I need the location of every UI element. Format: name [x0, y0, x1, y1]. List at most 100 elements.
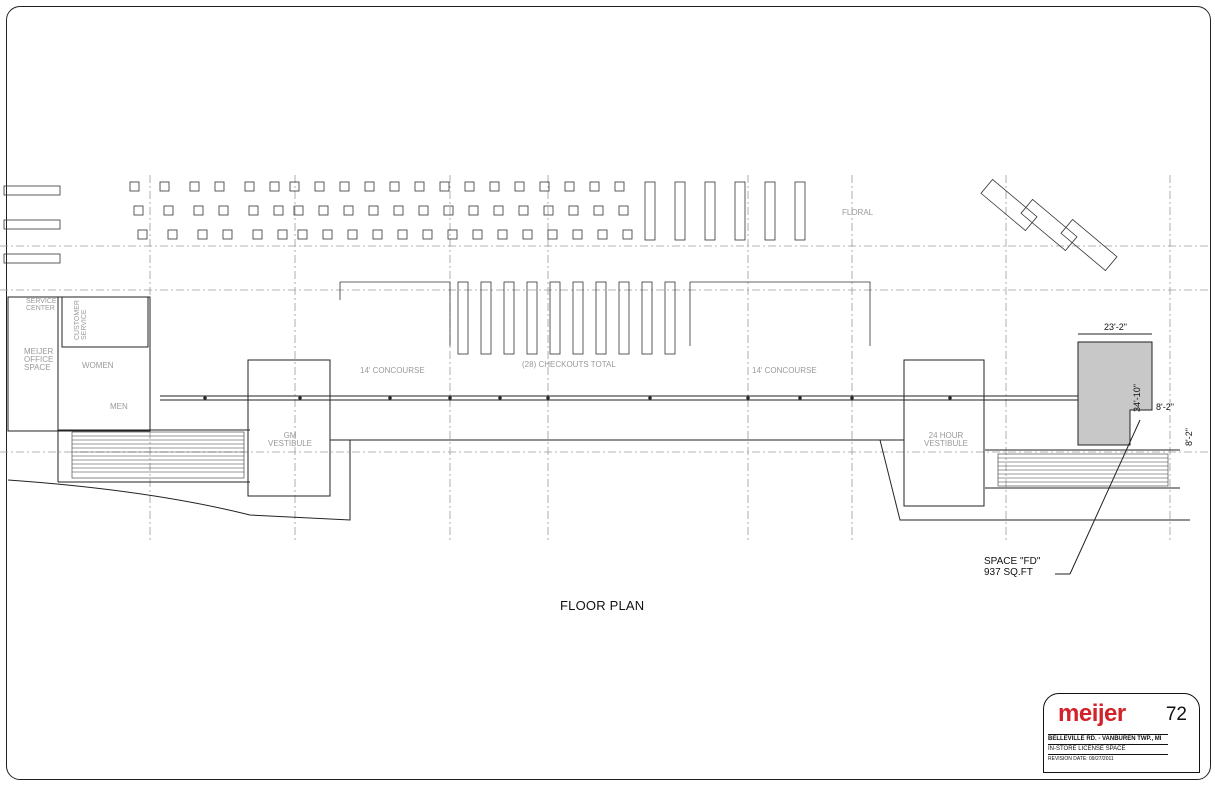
shelf-fixture: [593, 205, 604, 216]
tall-rack-fixture: [704, 181, 716, 241]
shelf-fixture: [547, 229, 558, 240]
column-dot: [746, 396, 750, 400]
shelf-fixture: [493, 205, 504, 216]
space-fd-callout: SPACE "FD" 937 SQ.FT: [984, 556, 1040, 578]
column-dot: [648, 396, 652, 400]
room-label-floral: FLORAL: [842, 208, 874, 217]
column-dot: [298, 396, 302, 400]
shelf-fixture: [597, 229, 608, 240]
dimension-d1: 8'-2": [1156, 402, 1174, 412]
column-dot: [798, 396, 802, 400]
shelf-fixture: [518, 205, 529, 216]
left-rack-fixture: [3, 219, 61, 230]
left-rack-fixture: [3, 253, 61, 264]
gm-vestibule-outline: [247, 359, 331, 497]
shelf-fixture: [368, 205, 379, 216]
shelf-fixture: [297, 229, 308, 240]
shelf-fixture: [522, 229, 533, 240]
revision-date: 09/27/2011: [1089, 756, 1114, 762]
space-fd-area: 937 SQ.FT: [984, 567, 1033, 578]
shelf-fixture: [539, 181, 550, 192]
space-fd-name: SPACE "FD": [984, 556, 1041, 567]
room-label-men: MEN: [110, 402, 128, 411]
column-dot: [546, 396, 550, 400]
column-dot: [498, 396, 502, 400]
shelf-fixture: [543, 205, 554, 216]
shelf-fixture: [293, 205, 304, 216]
shelf-fixture: [393, 205, 404, 216]
checkout-lane: [480, 281, 492, 355]
title-block: meijer 72 BELLEVILLE RD. - VANBUREN TWP.…: [1043, 693, 1200, 773]
shelf-fixture: [318, 205, 329, 216]
title-block-location: BELLEVILLE RD. - VANBUREN TWP., MI: [1048, 734, 1168, 742]
shelf-fixture: [339, 181, 350, 192]
shelf-fixture: [364, 181, 375, 192]
room-label-concourse-right: 14' CONCOURSE: [752, 366, 817, 375]
checkout-lane: [549, 281, 561, 355]
meijer-logo: meijer: [1058, 700, 1126, 727]
shelf-fixture: [464, 181, 475, 192]
dimension-d2: 8'-2": [1184, 428, 1194, 446]
shelf-fixture: [439, 181, 450, 192]
shelf-fixture: [568, 205, 579, 216]
diagonal-rack-fixture: [1020, 198, 1078, 252]
room-label-customer-service: CUSTOMER SERVICE: [74, 300, 88, 340]
shelf-fixture: [614, 181, 625, 192]
concourse-counter-left: [339, 281, 451, 346]
shelf-fixture: [314, 181, 325, 192]
shelf-fixture: [622, 229, 633, 240]
24-hour-vestibule-outline: [903, 359, 985, 507]
shelf-fixture: [514, 181, 525, 192]
concourse-counter-right: [689, 281, 871, 346]
shelf-fixture: [397, 229, 408, 240]
tall-rack-fixture: [644, 181, 656, 241]
shelf-fixture: [472, 229, 483, 240]
shelf-fixture: [129, 181, 140, 192]
checkout-lane: [618, 281, 630, 355]
dimension-width: 23'-2": [1104, 322, 1127, 332]
room-label-checkouts: (28) CHECKOUTS TOTAL: [522, 360, 616, 369]
column-dot: [948, 396, 952, 400]
checkout-lane: [457, 281, 469, 355]
shelf-fixture: [273, 205, 284, 216]
column-dot: [850, 396, 854, 400]
shelf-fixture: [389, 181, 400, 192]
shelf-fixture: [322, 229, 333, 240]
drawing-title: FLOOR PLAN: [560, 598, 645, 613]
room-label-gm-vestibule: GM VESTIBULE: [268, 431, 313, 448]
checkout-lane: [572, 281, 584, 355]
customer-service-room: [61, 296, 149, 348]
shelf-fixture: [222, 229, 233, 240]
shelf-fixture: [468, 205, 479, 216]
shelf-fixture: [244, 181, 255, 192]
shelf-fixture: [497, 229, 508, 240]
shelf-fixture: [422, 229, 433, 240]
shelf-fixture: [443, 205, 454, 216]
shelf-fixture: [193, 205, 204, 216]
checkout-lane: [503, 281, 515, 355]
room-label-women: WOMEN: [82, 361, 114, 370]
checkout-lane: [595, 281, 607, 355]
room-label-service-center: SERVICE CENTER: [26, 298, 57, 312]
shelf-fixture: [489, 181, 500, 192]
drawing-frame: [6, 6, 1211, 780]
title-block-revision: REVISION DATE: 09/27/2011: [1048, 754, 1168, 762]
shelf-fixture: [564, 181, 575, 192]
shelf-fixture: [289, 181, 300, 192]
room-label-24-hour-vestibule: 24 HOUR VESTIBULE: [924, 431, 969, 448]
shelf-fixture: [189, 181, 200, 192]
room-label-concourse-left: 14' CONCOURSE: [360, 366, 425, 375]
tall-rack-fixture: [794, 181, 806, 241]
parking-curve-right: [879, 439, 1190, 521]
revision-label: REVISION DATE:: [1048, 756, 1088, 762]
column-dot: [388, 396, 392, 400]
tall-rack-fixture: [674, 181, 686, 241]
shelf-fixture: [418, 205, 429, 216]
shelf-fixture: [589, 181, 600, 192]
column-dot: [448, 396, 452, 400]
checkout-lane: [641, 281, 653, 355]
left-rack-fixture: [3, 185, 61, 196]
checkout-lane: [526, 281, 538, 355]
shelf-fixture: [372, 229, 383, 240]
